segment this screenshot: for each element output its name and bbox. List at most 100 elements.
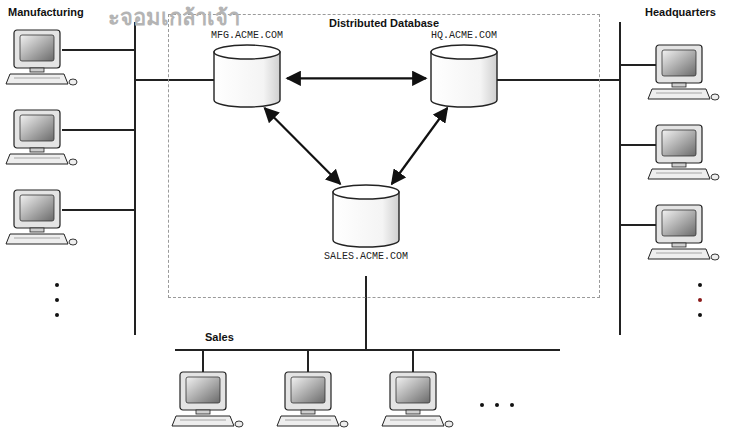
dot	[480, 403, 484, 407]
site-label: Headquarters	[645, 6, 716, 18]
monitor-stand	[301, 410, 315, 414]
mouse	[69, 239, 77, 245]
dot	[698, 283, 702, 287]
dot	[55, 283, 59, 287]
cylinder-top	[333, 185, 399, 199]
workstation-icon	[382, 350, 453, 427]
sales-link	[365, 276, 367, 350]
keyboard	[6, 154, 68, 164]
replication-arrow	[392, 108, 448, 184]
keyboard-keys	[14, 158, 60, 159]
monitor-screen	[662, 130, 696, 156]
monitor-screen	[20, 195, 54, 221]
keyboard-keys	[656, 93, 702, 94]
replication-arrow	[287, 77, 426, 79]
database-name: MFG.ACME.COM	[211, 30, 283, 42]
mouse	[711, 174, 719, 180]
monitor-case	[656, 125, 702, 163]
workstation-wire	[62, 129, 135, 131]
keyboard	[382, 416, 444, 426]
mouse	[711, 94, 719, 100]
monitor-stand	[30, 228, 44, 232]
keyboard	[648, 249, 710, 259]
cylinder-body	[431, 52, 497, 107]
keyboard	[277, 416, 339, 426]
workstation-icon	[620, 45, 719, 100]
monitor-stand	[672, 243, 686, 247]
monitor-stand	[672, 83, 686, 87]
monitor-case	[656, 45, 702, 83]
keyboard-keys	[656, 253, 702, 254]
mouse	[69, 159, 77, 165]
mouse	[69, 79, 77, 85]
monitor-case	[285, 372, 331, 410]
keyboard-keys	[180, 420, 226, 421]
dot	[495, 403, 499, 407]
sales-bus	[175, 349, 560, 351]
manufacturing-bus	[134, 22, 136, 335]
keyboard-keys	[14, 238, 60, 239]
workstation-wire	[202, 350, 204, 372]
monitor-screen	[396, 377, 430, 403]
site-label: Manufacturing	[8, 6, 84, 18]
monitor-screen	[20, 115, 54, 141]
monitor-screen	[662, 50, 696, 76]
dot	[55, 313, 59, 317]
workstation-wire	[62, 209, 135, 211]
cylinder-body	[333, 192, 399, 247]
workstation-wire	[62, 49, 135, 51]
continuation-dots	[55, 283, 702, 407]
workstation-icon	[6, 190, 135, 245]
monitor-case	[390, 372, 436, 410]
database-cylinder: SALES.ACME.COM	[320, 184, 412, 263]
watermark: ะจอมเกล้าเจ้า	[108, 0, 240, 35]
keyboard-keys	[285, 420, 331, 421]
database-region: Distributed DatabaseMFG.ACME.COMHQ.ACME.…	[168, 14, 600, 298]
keyboard	[648, 89, 710, 99]
workstation-wire	[307, 350, 309, 372]
site-label: Sales	[205, 331, 234, 343]
workstation-icon	[6, 110, 135, 165]
dot	[510, 403, 514, 407]
monitor-case	[180, 372, 226, 410]
workstation-wire	[620, 144, 656, 146]
mouse	[445, 421, 453, 427]
monitor-stand	[196, 410, 210, 414]
monitor-case	[14, 30, 60, 68]
workstation-wire	[412, 350, 414, 372]
workstation-wire	[620, 64, 656, 66]
monitor-screen	[186, 377, 220, 403]
monitor-stand	[406, 410, 420, 414]
keyboard	[648, 169, 710, 179]
dot	[55, 298, 59, 302]
database-cylinder: HQ.ACME.COM	[426, 30, 502, 108]
dot	[698, 313, 702, 317]
workstations	[6, 30, 719, 427]
workstation-icon	[277, 350, 348, 427]
cylinder-top	[214, 45, 280, 59]
monitor-case	[14, 110, 60, 148]
workstation-icon	[172, 350, 243, 427]
monitor-stand	[30, 148, 44, 152]
workstation-icon	[6, 30, 135, 85]
keyboard	[172, 416, 234, 426]
monitor-stand	[672, 163, 686, 167]
mouse	[711, 254, 719, 260]
workstation-wire	[620, 224, 656, 226]
workstation-icon	[620, 125, 719, 180]
keyboard	[6, 234, 68, 244]
headquarters-link	[497, 79, 620, 81]
database-cylinder: MFG.ACME.COM	[207, 30, 287, 108]
dot	[698, 298, 702, 302]
keyboard-keys	[390, 420, 436, 421]
cylinder-outline	[213, 44, 281, 108]
cylinder-outline	[332, 184, 400, 248]
workstation-icon	[620, 205, 719, 260]
manufacturing-link	[135, 79, 214, 81]
monitor-screen	[291, 377, 325, 403]
network-wires	[135, 22, 620, 350]
headquarters-bus	[619, 22, 621, 335]
keyboard	[6, 74, 68, 84]
monitor-screen	[20, 35, 54, 61]
monitor-screen	[662, 210, 696, 236]
